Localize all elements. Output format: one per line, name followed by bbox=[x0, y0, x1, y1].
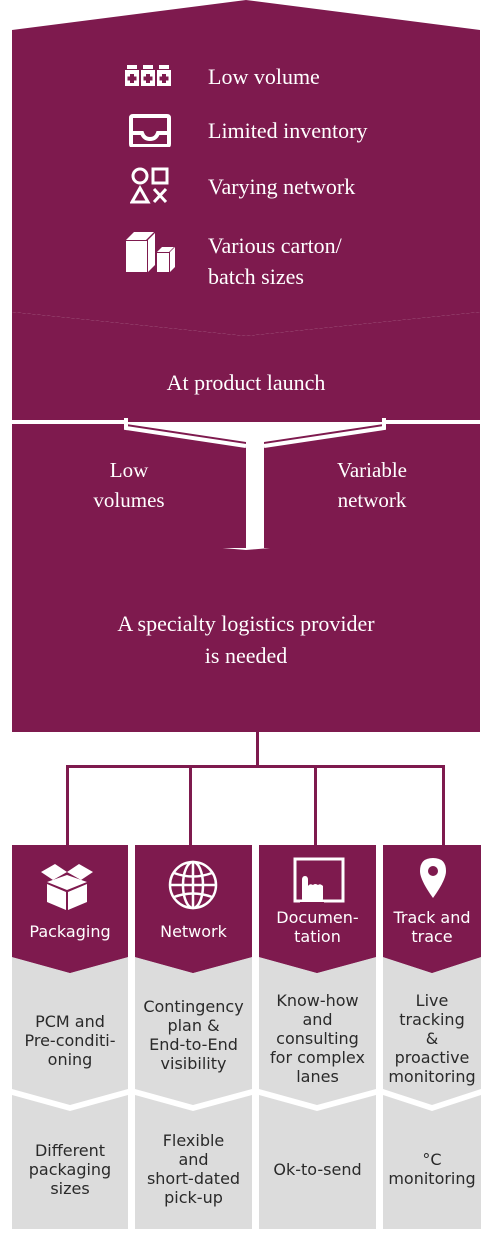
connector-trunk bbox=[256, 732, 259, 766]
connector-bar bbox=[66, 765, 445, 768]
cell-line: Know-how bbox=[276, 990, 359, 1010]
packaging-row1: PCM and Pre-conditi- oning bbox=[12, 992, 128, 1088]
cell-line: short-dated bbox=[146, 1169, 241, 1188]
needed-text: A specialty logistics provider is needed bbox=[12, 608, 480, 672]
cell-line: and bbox=[178, 1150, 209, 1169]
feature-limited-inventory: Limited inventory bbox=[124, 112, 367, 148]
medicine-bottles-icon bbox=[124, 58, 176, 94]
cell-line: Pre-conditi- bbox=[24, 1030, 116, 1050]
cell-line: visibility bbox=[160, 1054, 227, 1073]
split-boxes-shape bbox=[12, 418, 480, 548]
inventory-tray-icon bbox=[124, 112, 176, 148]
column-title-line: Documen- bbox=[276, 908, 359, 927]
gray-rows-shape bbox=[12, 957, 481, 1229]
cell-line: Ok-to-send bbox=[273, 1159, 362, 1179]
cell-line: Contingency bbox=[143, 997, 244, 1016]
column-title-documentation: Documen- tation bbox=[259, 908, 376, 946]
column-headers-overlay bbox=[12, 955, 481, 973]
split-right-text: Variable network bbox=[264, 455, 480, 515]
column-title-track-trace: Track and trace bbox=[383, 908, 481, 946]
connector-drop-3 bbox=[314, 765, 317, 847]
split-left-line: Low bbox=[109, 458, 149, 482]
feature-label: Varying network bbox=[208, 173, 356, 199]
cell-line: Flexible bbox=[162, 1131, 225, 1150]
network-row1: Contingency plan & End-to-End visibility bbox=[135, 980, 252, 1090]
cell-line: proactive bbox=[394, 1047, 470, 1067]
split-left-text: Low volumes bbox=[12, 455, 246, 515]
location-pin-icon bbox=[418, 856, 448, 905]
documentation-row2: Ok-to-send bbox=[259, 1113, 376, 1225]
connector-drop-2 bbox=[189, 765, 192, 847]
cell-line: °C bbox=[422, 1150, 442, 1169]
track-row1: Live tracking & proactive monitoring bbox=[383, 975, 481, 1101]
cell-line: lanes bbox=[296, 1066, 339, 1086]
cell-line: and bbox=[302, 1009, 333, 1029]
feature-label-line: Various carton/ bbox=[208, 233, 342, 258]
column-title-packaging: Packaging bbox=[29, 922, 111, 941]
cell-line: Live bbox=[415, 990, 449, 1010]
feature-label: Various carton/ batch sizes bbox=[208, 230, 342, 292]
column-title-line: Track and bbox=[393, 908, 471, 927]
launch-title: At product launch bbox=[166, 370, 326, 395]
cell-line: tracking bbox=[399, 1009, 465, 1029]
cartons-icon bbox=[124, 232, 176, 272]
cell-line: End-to-End bbox=[149, 1035, 238, 1054]
split-divider-lines bbox=[12, 418, 480, 448]
cell-line: pick-up bbox=[164, 1188, 223, 1207]
launch-band-shape bbox=[12, 312, 480, 422]
cell-line: consulting bbox=[276, 1028, 359, 1048]
cell-line: packaging bbox=[28, 1159, 112, 1179]
feature-various-carton: Various carton/ batch sizes bbox=[124, 232, 342, 292]
network-row2: Flexible and short-dated pick-up bbox=[135, 1108, 252, 1230]
split-left-line: volumes bbox=[93, 488, 165, 512]
cell-line: monitoring bbox=[388, 1066, 476, 1086]
column-title-line: trace bbox=[411, 927, 453, 946]
track-row2: °C monitoring bbox=[383, 1113, 481, 1225]
column-title-network: Network bbox=[160, 922, 227, 941]
tablet-touch-icon bbox=[290, 856, 348, 917]
needed-line: is needed bbox=[204, 643, 288, 668]
cell-line: sizes bbox=[50, 1178, 90, 1198]
feature-label-line: batch sizes bbox=[208, 264, 304, 289]
packaging-row2: Different packaging sizes bbox=[12, 1113, 128, 1225]
needed-line: A specialty logistics provider bbox=[117, 611, 375, 636]
network-shapes-icon bbox=[124, 167, 176, 204]
globe-icon bbox=[166, 858, 220, 917]
cell-line: oning bbox=[47, 1049, 93, 1069]
column-title-line: tation bbox=[294, 927, 341, 946]
cell-line: for complex bbox=[270, 1047, 365, 1067]
cell-line: monitoring bbox=[388, 1169, 476, 1188]
cell-line: Different bbox=[34, 1140, 106, 1160]
needed-block-shape bbox=[12, 530, 480, 732]
box-icon bbox=[37, 862, 97, 917]
documentation-row1: Know-how and consulting for complex lane… bbox=[259, 975, 376, 1101]
connector-drop-4 bbox=[442, 765, 445, 847]
cell-line: & bbox=[425, 1028, 439, 1048]
connector-drop-1 bbox=[66, 765, 69, 847]
split-right-line: network bbox=[337, 488, 407, 512]
feature-label: Low volume bbox=[208, 63, 320, 89]
feature-varying-network: Varying network bbox=[124, 167, 356, 204]
feature-low-volume: Low volume bbox=[124, 58, 320, 94]
split-right-line: Variable bbox=[337, 458, 407, 482]
feature-label: Limited inventory bbox=[208, 117, 368, 143]
cell-line: plan & bbox=[167, 1016, 220, 1035]
cell-line: PCM and bbox=[35, 1011, 105, 1031]
